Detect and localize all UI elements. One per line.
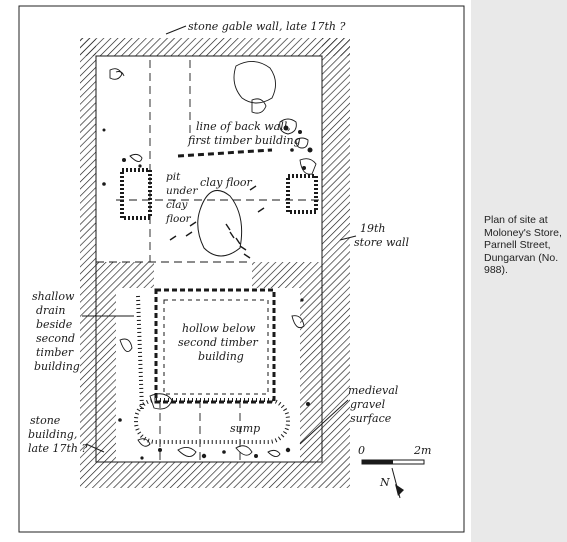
label-pit-2: under [166, 185, 198, 197]
site-plan: stone gable wall, late 17th ? line of ba… [18, 5, 465, 533]
back-wall-line [177, 148, 273, 158]
cross-wall-west [96, 262, 154, 288]
hollow-outline [163, 299, 269, 395]
cross-wall-east [252, 262, 322, 288]
stone-dots [102, 125, 313, 460]
label-medieval-1: medieval [348, 384, 399, 397]
label-hollow-3: building [198, 350, 244, 363]
label-stone-building-1: stone [30, 414, 61, 427]
stone-building-arrow [85, 443, 105, 453]
east-pit [286, 174, 318, 214]
east-store-wall [322, 38, 350, 488]
label-gable-wall: stone gable wall, late 17th ? [188, 20, 345, 33]
rubble-stones [109, 61, 317, 457]
south-wall [96, 462, 322, 488]
figure-caption: Plan of site at Moloney's Store, Parnell… [484, 214, 562, 276]
north-arrow: N [379, 467, 404, 499]
label-hollow-2: second timber [178, 336, 258, 349]
label-pit-1: pit [166, 171, 181, 183]
inner-west-wall [96, 288, 116, 462]
label-medieval-3: surface [350, 412, 392, 425]
second-timber-building [154, 288, 276, 404]
central-pit [197, 189, 243, 257]
gable-arrow [165, 25, 187, 35]
north-gable-wall [80, 38, 350, 56]
drawing-sheet: stone gable wall, late 17th ? line of ba… [0, 0, 471, 542]
drawing-frame [18, 5, 465, 533]
label-clay-floor: clay floor [200, 176, 253, 189]
medieval-arrow [299, 399, 349, 445]
label-pit-4: floor [165, 213, 192, 225]
shallow-drain [136, 295, 144, 411]
label-shallow-6: building [34, 360, 80, 373]
sump [134, 398, 290, 444]
label-stone-building-2: building, [28, 428, 77, 441]
label-sump: sump [230, 422, 260, 435]
inner-east-wall [300, 288, 322, 462]
label-store-wall-2: store wall [354, 236, 409, 249]
pits [120, 168, 318, 257]
label-shallow-3: beside [36, 318, 73, 331]
site-walls [80, 38, 350, 488]
label-shallow-1: shallow [32, 290, 75, 303]
label-shallow-2: drain [36, 304, 65, 317]
label-pit-3: clay [166, 199, 188, 211]
store-wall-arrow [339, 235, 357, 241]
label-hollow-1: hollow below [182, 322, 256, 335]
west-pit [120, 168, 152, 220]
label-medieval-2: gravel [350, 398, 386, 411]
label-stone-building-3: late 17th ? [28, 442, 88, 455]
room-east-outline [95, 55, 323, 463]
clay-floor-hatching [169, 185, 265, 259]
plan-labels: stone gable wall, late 17th ? line of ba… [28, 20, 409, 455]
label-back-wall-1: line of back wall, [196, 120, 291, 133]
label-store-wall-1: 19th [360, 222, 386, 235]
label-shallow-4: second [36, 332, 75, 345]
scale-bar: 0 2m [358, 444, 431, 465]
scale-zero-label: 0 [358, 444, 365, 457]
west-wall [80, 38, 96, 488]
label-back-wall-2: first timber building [187, 134, 301, 147]
scale-bar-fill [362, 460, 393, 464]
scale-end-label: 2m [413, 444, 431, 457]
label-shallow-5: timber [36, 346, 74, 359]
north-label: N [379, 476, 390, 489]
